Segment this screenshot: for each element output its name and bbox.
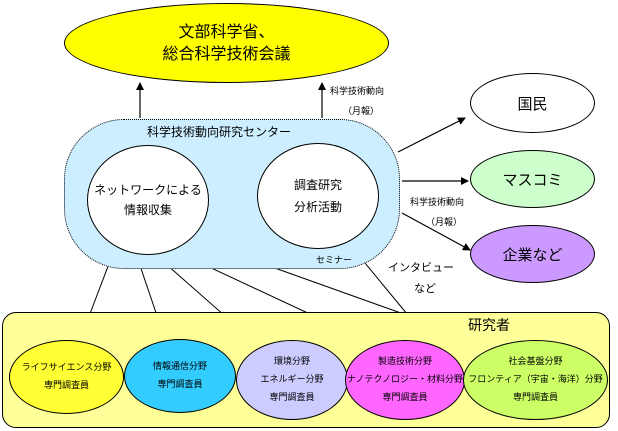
group-info-comm-line2: 専門調査員: [157, 380, 203, 390]
group-social-infra-line3: 専門調査員: [512, 393, 558, 403]
top-report-label-2: （月報）: [343, 107, 380, 117]
group-social-infra-line1: 社会基盤分野: [508, 357, 563, 367]
network-line1: ネットワークによる: [94, 183, 202, 197]
group-environment-line2: エネルギー分野: [260, 375, 324, 385]
researchers-title: 研究者: [468, 318, 510, 334]
group-life-science: ライフサイエンス分野 専門調査員: [9, 340, 124, 414]
seminar-label: セミナー: [316, 256, 353, 266]
right-report-label-1: 科学技術動向: [410, 198, 465, 208]
research-ellipse: 調査研究 分析活動: [257, 143, 379, 249]
research-line1: 調査研究: [293, 178, 342, 192]
mext-council-line2: 総合科学技術会議: [162, 44, 291, 63]
group-social-infra: 社会基盤分野 フロンティア（宇宙・海洋）分野 専門調査員: [463, 340, 608, 420]
target-masukomi: マスコミ: [470, 150, 595, 208]
group-manufacturing-line3: 専門調査員: [382, 393, 428, 403]
group-info-comm-line1: 情報通信分野: [152, 362, 207, 372]
mext-council-line1: 文部科学省、: [178, 22, 275, 41]
network-ellipse: ネットワークによる 情報収集: [87, 145, 209, 255]
network-line2: 情報収集: [123, 203, 172, 217]
group-info-comm: 情報通信分野 専門調査員: [124, 339, 236, 413]
right-report-label-2: （月報）: [426, 218, 463, 228]
group-life-science-line1: ライフサイエンス分野: [21, 363, 112, 373]
target-kigyou: 企業など: [470, 225, 595, 283]
group-manufacturing: 製造技術分野 ナノテクノロジー・材料分野 専門調査員: [345, 340, 465, 420]
center-title: 科学技術動向研究センター: [147, 125, 292, 139]
group-social-infra-line2: フロンティア（宇宙・海洋）分野: [468, 375, 603, 385]
group-life-science-line2: 専門調査員: [43, 381, 89, 391]
interview-label-2: など: [414, 282, 436, 295]
interview-label-1: インタビュー: [388, 261, 454, 274]
target-kigyou-label: 企業など: [502, 245, 563, 264]
top-report-label-1: 科学技術動向: [330, 87, 385, 97]
group-environment-line3: 専門調査員: [269, 393, 315, 403]
group-manufacturing-line1: 製造技術分野: [377, 357, 432, 367]
group-environment-line1: 環境分野: [273, 357, 310, 367]
target-kokumin: 国民: [470, 73, 595, 133]
research-line2: 分析活動: [293, 200, 342, 214]
group-environment: 環境分野 エネルギー分野 専門調査員: [236, 340, 348, 420]
arrow-to-kokumin: [397, 117, 466, 153]
mext-council-ellipse: 文部科学省、 総合科学技術会議: [64, 3, 389, 83]
group-manufacturing-line2: ナノテクノロジー・材料分野: [346, 375, 463, 385]
target-masukomi-label: マスコミ: [502, 170, 563, 189]
target-kokumin-label: 国民: [517, 94, 548, 113]
